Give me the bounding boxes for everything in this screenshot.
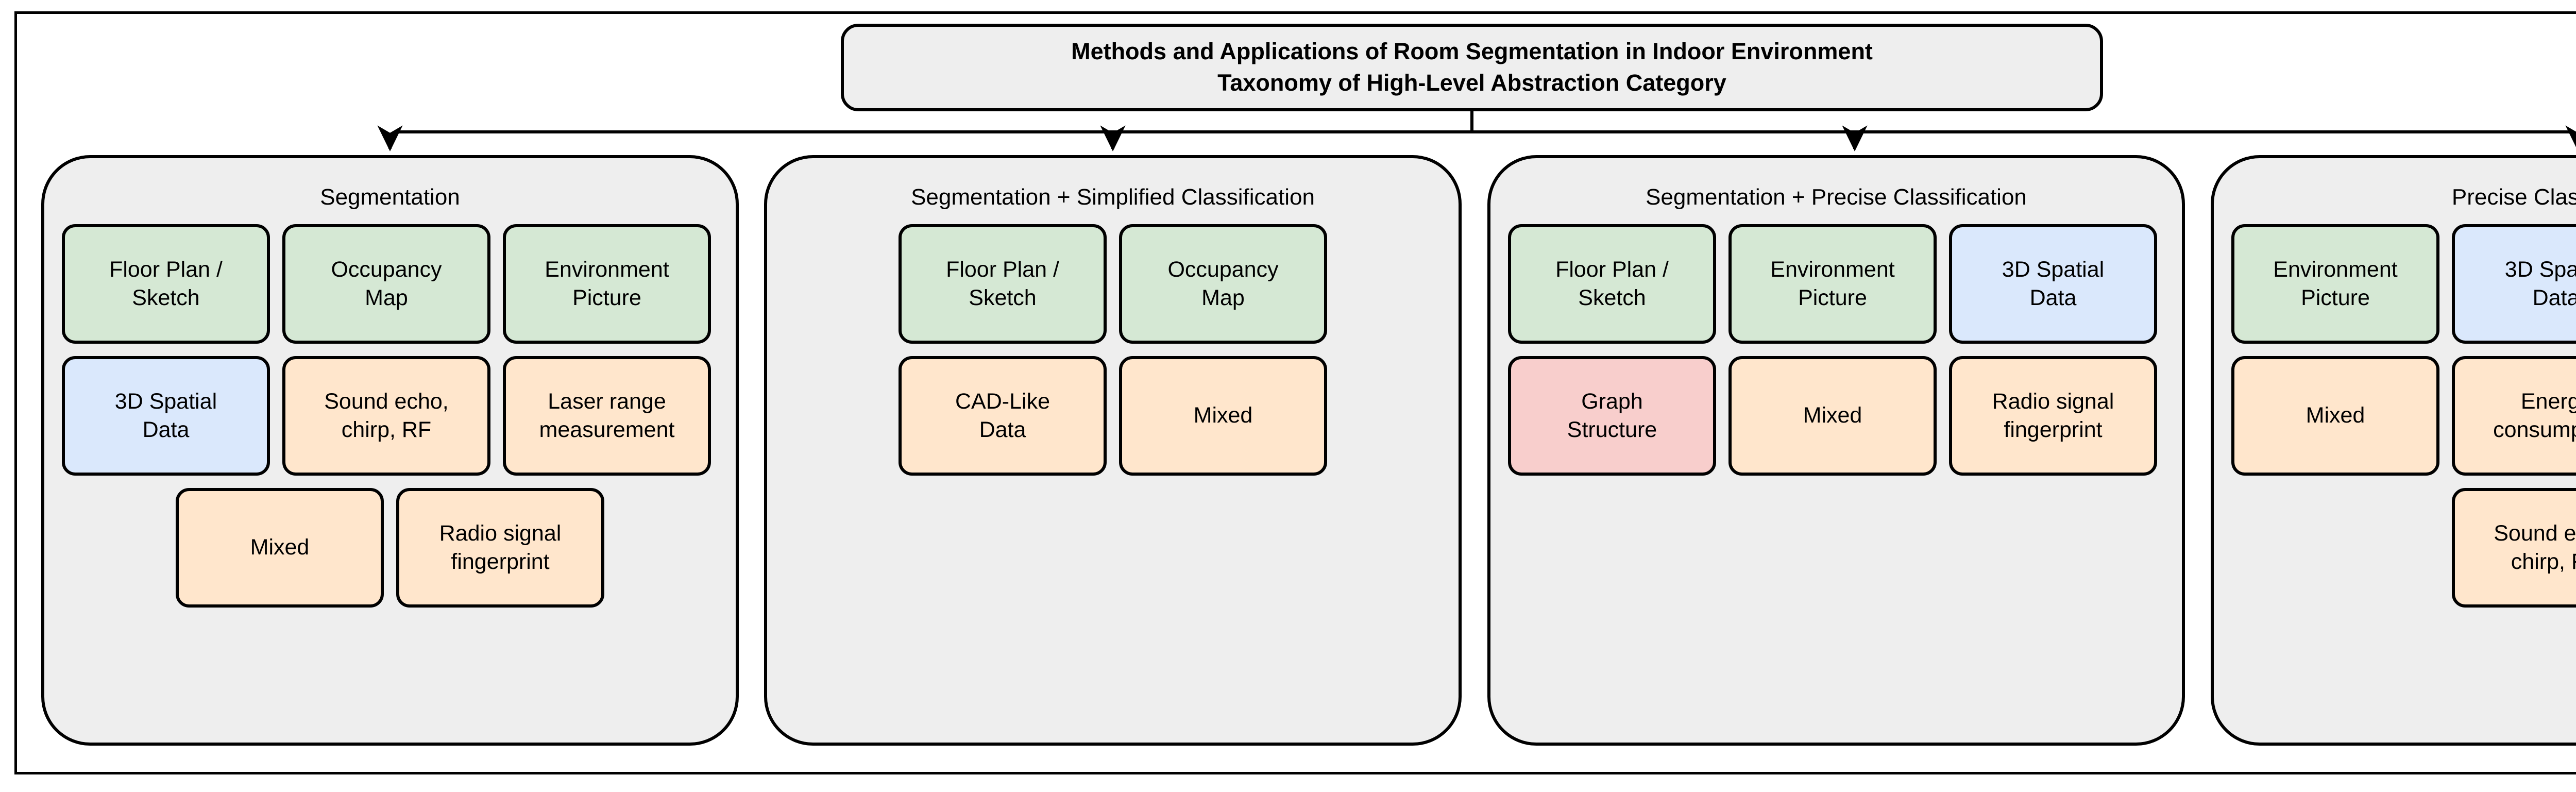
leaf-box[interactable]: Sound echo, chirp, RF (2452, 488, 2576, 608)
root-title-line-1: Methods and Applications of Room Segment… (1071, 38, 1873, 65)
group-panel-segmentation[interactable]: Segmentation Floor Plan / Sketch Occupan… (41, 155, 739, 746)
leaf-row: Floor Plan / Sketch Occupancy Map Enviro… (62, 224, 718, 344)
leaf-box[interactable]: Floor Plan / Sketch (62, 224, 270, 344)
leaf-grid: Floor Plan / Sketch Occupancy Map CAD-Li… (785, 224, 1441, 476)
group-title: Segmentation + Simplified Classification (911, 184, 1315, 210)
leaf-grid: Floor Plan / Sketch Environment Picture … (1508, 224, 2164, 476)
leaf-box[interactable]: Environment Picture (1728, 224, 1937, 344)
leaf-box[interactable]: Mixed (176, 488, 384, 608)
leaf-row-spacer (2231, 488, 2439, 608)
root-title-node: Methods and Applications of Room Segment… (841, 24, 2103, 111)
leaf-box[interactable]: 3D Spatial Data (2452, 224, 2576, 344)
leaf-row: Mixed Energy consumption Laser range mea… (2231, 356, 2576, 476)
leaf-box[interactable]: Mixed (1728, 356, 1937, 476)
leaf-box[interactable]: Radio signal fingerprint (396, 488, 604, 608)
leaf-box[interactable]: Laser range measurement (503, 356, 711, 476)
leaf-row: Floor Plan / Sketch Occupancy Map (785, 224, 1441, 344)
group-title: Segmentation + Precise Classification (1646, 184, 2027, 210)
leaf-box[interactable]: Environment Picture (2231, 224, 2439, 344)
leaf-box[interactable]: Energy consumption (2452, 356, 2576, 476)
leaf-box[interactable]: Floor Plan / Sketch (1508, 224, 1716, 344)
leaf-row: Sound echo, chirp, RF (2231, 488, 2576, 608)
leaf-grid: Environment Picture 3D Spatial Data Grap… (2231, 224, 2576, 608)
leaf-box[interactable]: Sound echo, chirp, RF (282, 356, 490, 476)
group-title: Precise Classification (2451, 184, 2576, 210)
leaf-box[interactable]: 3D Spatial Data (62, 356, 270, 476)
group-title: Segmentation (320, 184, 460, 210)
group-panel-segmentation-simplified-classification[interactable]: Segmentation + Simplified Classification… (764, 155, 1462, 746)
leaf-box[interactable]: Occupancy Map (282, 224, 490, 344)
leaf-row: CAD-Like Data Mixed (785, 356, 1441, 476)
group-panel-precise-classification[interactable]: Precise Classification Environment Pictu… (2211, 155, 2576, 746)
leaf-row: Mixed Radio signal fingerprint (62, 488, 718, 608)
leaf-box[interactable]: Graph Structure (1508, 356, 1716, 476)
leaf-box[interactable]: CAD-Like Data (899, 356, 1107, 476)
leaf-box[interactable]: Occupancy Map (1119, 224, 1327, 344)
leaf-box[interactable]: Environment Picture (503, 224, 711, 344)
leaf-box[interactable]: Floor Plan / Sketch (899, 224, 1107, 344)
leaf-row: Graph Structure Mixed Radio signal finge… (1508, 356, 2164, 476)
leaf-row: Environment Picture 3D Spatial Data Grap… (2231, 224, 2576, 344)
group-panel-segmentation-precise-classification[interactable]: Segmentation + Precise Classification Fl… (1487, 155, 2185, 746)
leaf-box[interactable]: Mixed (1119, 356, 1327, 476)
leaf-row: 3D Spatial Data Sound echo, chirp, RF La… (62, 356, 718, 476)
leaf-box[interactable]: 3D Spatial Data (1949, 224, 2157, 344)
root-title-line-2: Taxonomy of High-Level Abstraction Categ… (1217, 70, 1726, 96)
leaf-row: Floor Plan / Sketch Environment Picture … (1508, 224, 2164, 344)
leaf-box[interactable]: Radio signal fingerprint (1949, 356, 2157, 476)
leaf-grid: Floor Plan / Sketch Occupancy Map Enviro… (62, 224, 718, 608)
leaf-box[interactable]: Mixed (2231, 356, 2439, 476)
